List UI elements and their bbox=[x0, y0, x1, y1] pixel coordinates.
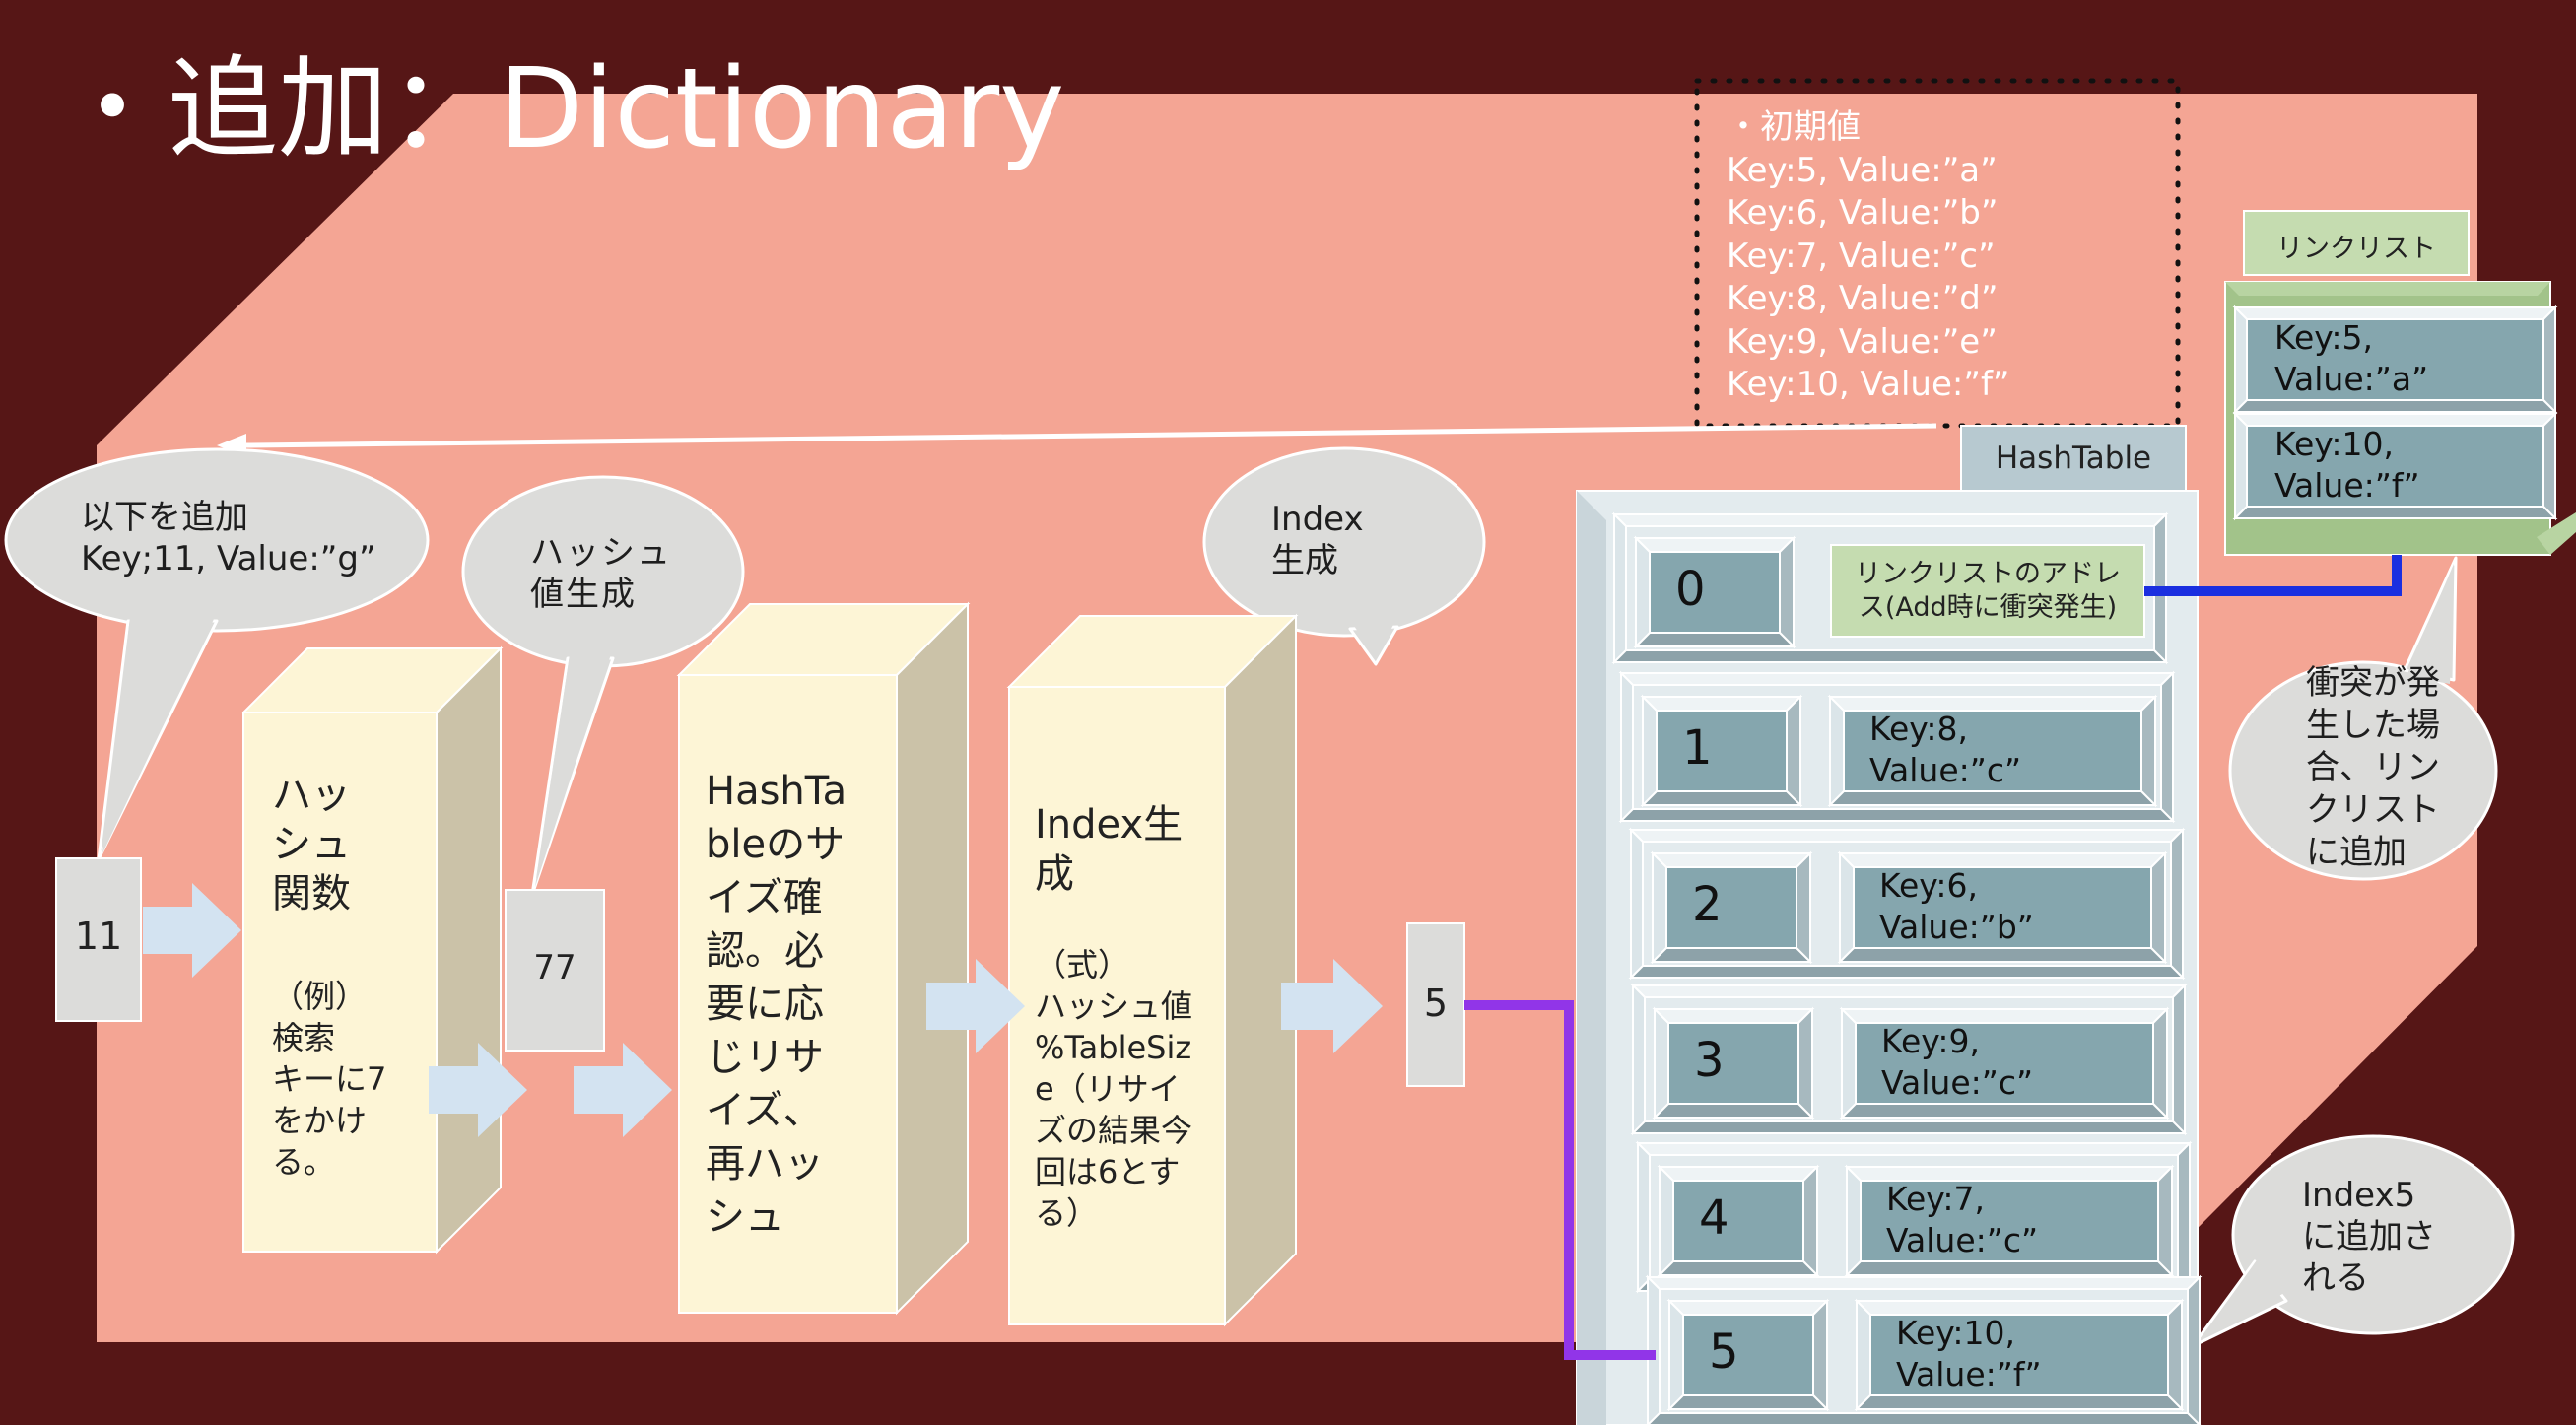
hash-gen-bubble-line: 値生成 bbox=[530, 575, 637, 614]
hashtable-index-label: 0 bbox=[1675, 562, 1706, 617]
hashtable-entry-slot bbox=[1860, 1180, 2159, 1262]
hashtable-row-1 bbox=[1618, 670, 2176, 824]
collision-bubble bbox=[2228, 556, 2498, 881]
hash-gen-bubble-line: ハッシュ bbox=[530, 533, 672, 573]
index5-bubble-line: Index5 bbox=[2302, 1176, 2416, 1215]
initial-values-box bbox=[1694, 78, 2181, 429]
hash-function-block bbox=[240, 645, 504, 1255]
hashtable-row-5 bbox=[1645, 1274, 2203, 1425]
index5-bubble-line: に追加さ bbox=[2302, 1217, 2436, 1256]
initial-values-text: ・初期値 Key:5, Value:”a” Key:6, Value:”b” K… bbox=[1727, 106, 2010, 407]
index-gen-bubble-line: Index bbox=[1271, 500, 1364, 539]
collision-bubble-line: 衝突が発 bbox=[2306, 663, 2440, 703]
hashtable-index-label: 1 bbox=[1682, 720, 1713, 776]
initial-value-line: Key:10, Value:”f” bbox=[1727, 365, 2010, 404]
linked-list-node bbox=[2232, 411, 2558, 521]
initial-value-line: Key:5, Value:”a” bbox=[1727, 150, 1998, 190]
flow-arrow-1 bbox=[143, 883, 241, 978]
hashtable-entry-slot bbox=[1843, 710, 2142, 792]
hashtable-entry-text: Key:10, Value:”f” bbox=[1896, 1314, 2042, 1393]
linked-list-connector bbox=[2144, 555, 2402, 596]
index-block bbox=[1006, 613, 1299, 1327]
hashtable-row-4 bbox=[1635, 1140, 2193, 1294]
index5-bubble-line: れる bbox=[2302, 1258, 2369, 1298]
hash-function-example: （例） 検索 キーに7 をかけ る。 bbox=[272, 978, 387, 1181]
hash-gen-bubble bbox=[461, 475, 745, 897]
linked-list-node-text: Key:10, Value:”f” bbox=[2274, 425, 2420, 505]
add-bubble-line: Key;11, Value:”g” bbox=[81, 539, 376, 578]
hashtable-index-slot bbox=[1649, 551, 1781, 634]
hashtable-label: HashTable bbox=[1995, 441, 2152, 476]
index-gen-bubble bbox=[1202, 446, 1486, 666]
initial-values-heading: ・初期値 bbox=[1727, 107, 1861, 147]
collision-bubble-line: クリスト bbox=[2306, 790, 2440, 830]
hashtable-index-slot bbox=[1667, 1022, 1799, 1105]
index-gen-bubble-text: Index 生成 bbox=[1271, 499, 1364, 581]
linked-list-node-face bbox=[2246, 318, 2544, 401]
collision-bubble-text: 衝突が発 生した場 合、リン クリスト に追加 bbox=[2306, 662, 2440, 874]
index-title: Index生 成 bbox=[1035, 802, 1184, 897]
linked-list-label: リンクリスト bbox=[2276, 234, 2436, 264]
index5-bubble-text: Index5 に追加さ れる bbox=[2302, 1175, 2436, 1299]
add-bubble-text: 以下を追加 Key;11, Value:”g” bbox=[81, 497, 376, 579]
index-value: 5 bbox=[1423, 982, 1449, 1025]
collision-bubble-line: 生した場 bbox=[2306, 706, 2440, 745]
hashtable-index-label: 2 bbox=[1692, 877, 1723, 932]
flow-arrow-3 bbox=[574, 1043, 672, 1137]
flow-arrow-2 bbox=[429, 1043, 527, 1137]
hashtable-index-slot bbox=[1656, 710, 1788, 792]
linked-list-node-text: Key:5, Value:”a” bbox=[2274, 318, 2429, 398]
index-gen-bubble-line: 生成 bbox=[1271, 541, 1338, 580]
hash-gen-bubble-text: ハッシュ 値生成 bbox=[530, 532, 672, 615]
index-value-box bbox=[1406, 922, 1465, 1087]
flow-arrow-5 bbox=[1281, 959, 1383, 1053]
hashtable-entry-slot bbox=[1855, 1022, 2154, 1105]
hashtable-index-slot bbox=[1665, 866, 1797, 949]
hash-function-title: ハッ シュ 関数 bbox=[272, 773, 351, 916]
hashtable-entry-text: Key:7, Value:”c” bbox=[1886, 1180, 2039, 1259]
hashtable-index-slot bbox=[1682, 1314, 1814, 1396]
index5-bubble bbox=[2191, 1134, 2515, 1348]
hashtable-row-3 bbox=[1630, 983, 2188, 1136]
hashtable-index-slot bbox=[1672, 1180, 1804, 1262]
initial-value-line: Key:6, Value:”b” bbox=[1727, 193, 1999, 233]
hash-value-box bbox=[505, 889, 605, 1052]
add-bubble-line: 以下を追加 bbox=[81, 498, 248, 537]
resize-description: HashTa bleのサ イズ確 認。必 要に応 じリサ イズ、 再ハッ シュ bbox=[706, 769, 847, 1240]
hashtable-entry-slot bbox=[1853, 866, 2152, 949]
linked-list-node-face bbox=[2246, 425, 2544, 508]
linked-list-label-box bbox=[2243, 210, 2470, 276]
flow-arrow-4 bbox=[926, 959, 1025, 1053]
hashtable-index-label: 4 bbox=[1699, 1190, 1729, 1246]
index5-connector bbox=[1464, 1000, 1656, 1360]
initial-value-line: Key:8, Value:”d” bbox=[1727, 279, 1999, 318]
input-key-value: 11 bbox=[74, 915, 123, 958]
page-title: ・追加：Dictionary bbox=[57, 45, 1065, 173]
hashtable-entry-text: Key:8, Value:”c” bbox=[1869, 710, 2022, 789]
linked-list-address-text: リンクリストのアドレ ス(Add時に衝突発生) bbox=[1855, 559, 2121, 623]
collision-bubble-line: に追加 bbox=[2306, 833, 2407, 872]
hashtable-label-box bbox=[1960, 425, 2187, 492]
initial-values-arrow bbox=[245, 423, 1937, 448]
initial-value-line: Key:9, Value:”e” bbox=[1727, 321, 1998, 362]
index-formula: （式） ハッシュ値 %TableSiz e（リサイ ズの結果今 回は6とす る） bbox=[1035, 946, 1193, 1232]
hashtable-index-label: 3 bbox=[1694, 1033, 1725, 1088]
collision-bubble-line: 合、リン bbox=[2306, 748, 2440, 787]
hashtable-index-label: 5 bbox=[1709, 1324, 1739, 1380]
initial-value-line: Key:7, Value:”c” bbox=[1727, 236, 1996, 276]
hashtable-entry-text: Key:9, Value:”c” bbox=[1881, 1022, 2034, 1102]
resize-block bbox=[676, 601, 971, 1316]
hashtable-row-2 bbox=[1628, 827, 2186, 981]
hashtable-entry-slot bbox=[1869, 1314, 2169, 1396]
linked-list-node bbox=[2232, 305, 2558, 415]
hashtable-entry-text: Key:6, Value:”b” bbox=[1879, 866, 2034, 946]
input-key-box bbox=[55, 857, 142, 1022]
add-bubble bbox=[4, 447, 430, 861]
linked-list-address-tag bbox=[1830, 544, 2145, 638]
hash-value: 77 bbox=[533, 948, 576, 987]
